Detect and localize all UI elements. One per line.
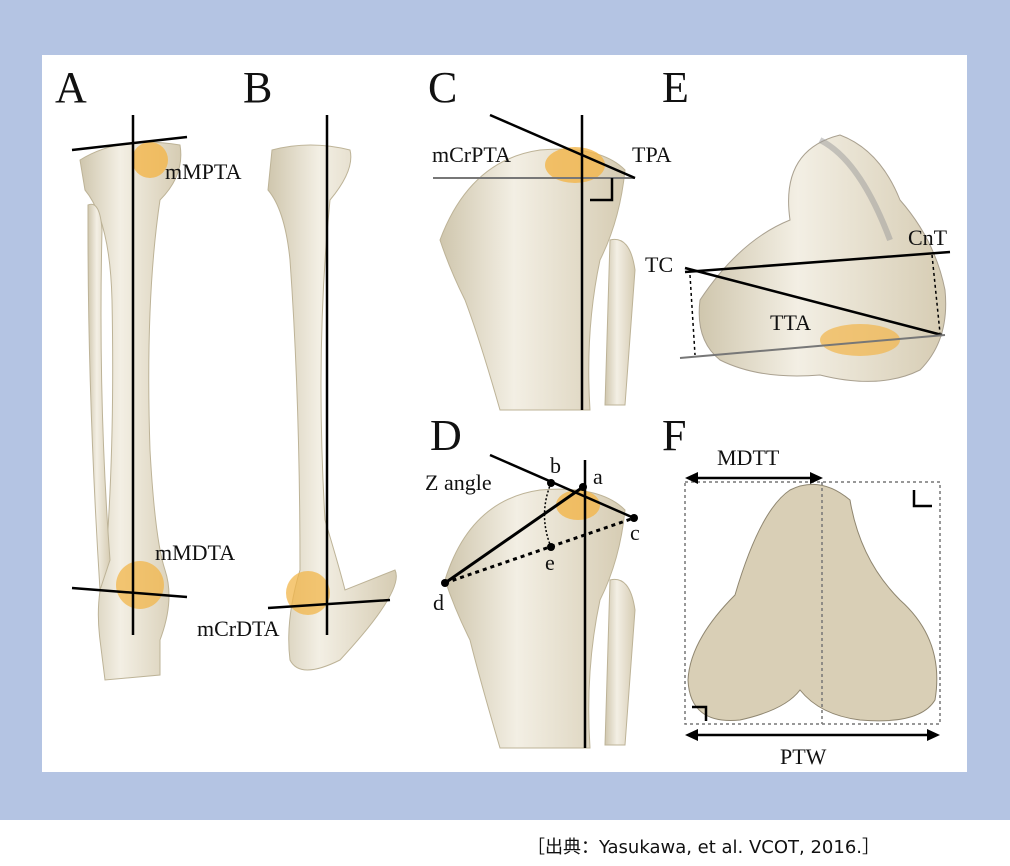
panel-letter-f: F (662, 411, 686, 460)
source-caption: ［出典：Yasukawa, et al. VCOT, 2016.］ (527, 837, 881, 858)
label-tta: TTA (770, 310, 811, 335)
label-point-a: a (593, 464, 603, 489)
panel-letter-b: B (243, 63, 272, 112)
label-tpa: TPA (632, 142, 672, 167)
panel-f: F MDTT PTW (662, 411, 941, 769)
highlight-distal-lateral (286, 571, 330, 615)
panel-c: C mCrPTA TPA (428, 63, 672, 411)
panel-letter-e: E (662, 63, 689, 112)
figure-diagram: A mMPTA mMDTA B mCrDTA C mCrPTA TPA D (55, 63, 951, 769)
panel-a: A mMPTA mMDTA (55, 63, 242, 681)
label-point-c: c (630, 520, 640, 545)
highlight-distal (116, 561, 164, 609)
label-mcrpta: mCrPTA (432, 142, 511, 167)
label-point-e: e (545, 550, 555, 575)
panel-letter-d: D (430, 411, 462, 460)
label-mdtt: MDTT (717, 445, 780, 470)
label-mmdta: mMDTA (155, 540, 235, 565)
highlight-proximal (132, 142, 168, 178)
tibia-proximal-bone-d (444, 488, 626, 749)
tibia-plateau-bone (687, 483, 938, 722)
panel-letter-a: A (55, 63, 87, 112)
label-ptw: PTW (780, 744, 827, 769)
fibula-bone (87, 203, 111, 591)
label-cnt: CnT (908, 225, 948, 250)
label-point-b: b (550, 453, 561, 478)
label-mcrdta: mCrDTA (197, 616, 280, 641)
panel-letter-c: C (428, 63, 457, 112)
tibia-front-bone (79, 141, 182, 681)
tibia-proximal-bone (439, 148, 626, 411)
label-z-angle: Z angle (425, 470, 492, 495)
label-point-d: d (433, 590, 444, 615)
label-mmpta: mMPTA (165, 159, 242, 184)
panel-d: D Z angle b a c d e (425, 411, 640, 749)
panel-b: B mCrDTA (197, 63, 397, 671)
label-tc: TC (645, 252, 673, 277)
panel-e: E CnT TC TTA (645, 63, 951, 382)
tibia-lateral-bone (267, 144, 397, 671)
